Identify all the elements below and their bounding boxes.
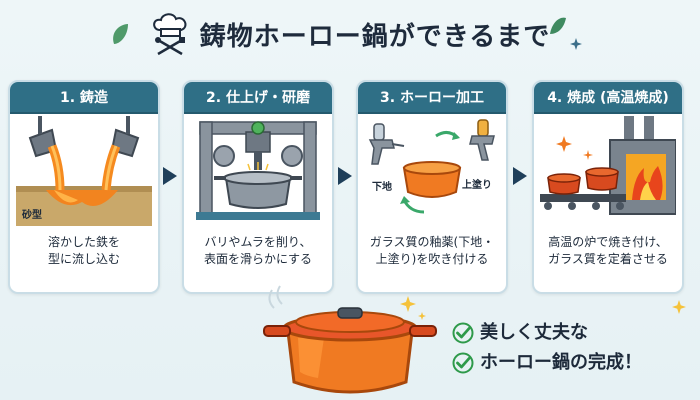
- leaf-icon: [550, 17, 566, 34]
- check-icon: [452, 322, 474, 344]
- step-title: 1. 鋳造: [10, 82, 158, 114]
- top-coat-label: 上塗り: [462, 178, 492, 191]
- step-title: 3. ホーロー加工: [358, 82, 506, 114]
- step-card-enameling: 3. ホーロー加工 下地 上塗り ガラス質の釉薬(下地・ 上塗り)を吹き付ける: [356, 80, 508, 294]
- step-card-finishing: 2. 仕上げ・研磨 バリやムラを削り、 表面を滑らかにする: [182, 80, 334, 294]
- result-row: ホーロー鍋の完成！: [452, 348, 642, 378]
- kiln-illustration: [540, 116, 676, 215]
- check-icon: [452, 352, 474, 374]
- casting-illustration: 砂型: [16, 116, 152, 226]
- sand-mold-label: 砂型: [21, 208, 42, 221]
- step-title: 2. 仕上げ・研磨: [184, 82, 332, 114]
- step-description: バリやムラを削り、 表面を滑らかにする: [203, 235, 313, 266]
- step-title: 4. 焼成 (高温焼成): [534, 82, 682, 114]
- finished-pot-illustration: [263, 285, 437, 394]
- base-coat-label: 下地: [372, 180, 392, 193]
- step-description: 高温の炉で焼き付け、 ガラス質を定着させる: [548, 235, 668, 266]
- step-description: ガラス質の釉薬(下地・ 上塗り)を吹き付ける: [369, 235, 495, 266]
- arrow-right-icon: [338, 167, 352, 185]
- result-line-2: ホーロー鍋の完成！: [480, 352, 642, 373]
- sparkle-icon: [570, 38, 582, 50]
- header: 鋳物ホーロー鍋ができるまで: [0, 10, 700, 58]
- arrow-right-icon: [163, 167, 177, 185]
- leaf-icon: [113, 24, 128, 44]
- step-description: 溶かした鉄を 型に流し込む: [47, 235, 120, 266]
- sparkle-icon: [672, 300, 686, 314]
- spraying-illustration: 下地 上塗り: [368, 119, 495, 214]
- step-card-firing: 4. 焼成 (高温焼成) 高温の炉で焼き付け、 ガラス質を定着させる: [532, 80, 684, 294]
- chef-hat-icon: [152, 13, 187, 56]
- step-card-casting: 1. 鋳造 砂型 溶かした鉄を 型に流し込む: [8, 80, 160, 294]
- result-message: 美しく丈夫な ホーロー鍋の完成！: [452, 318, 642, 378]
- page-title: 鋳物ホーロー鍋ができるまで: [199, 21, 551, 52]
- grinding-illustration: [196, 121, 320, 220]
- arrow-right-icon: [513, 167, 527, 185]
- result-line-1: 美しく丈夫な: [480, 322, 588, 343]
- result-row: 美しく丈夫な: [452, 318, 642, 348]
